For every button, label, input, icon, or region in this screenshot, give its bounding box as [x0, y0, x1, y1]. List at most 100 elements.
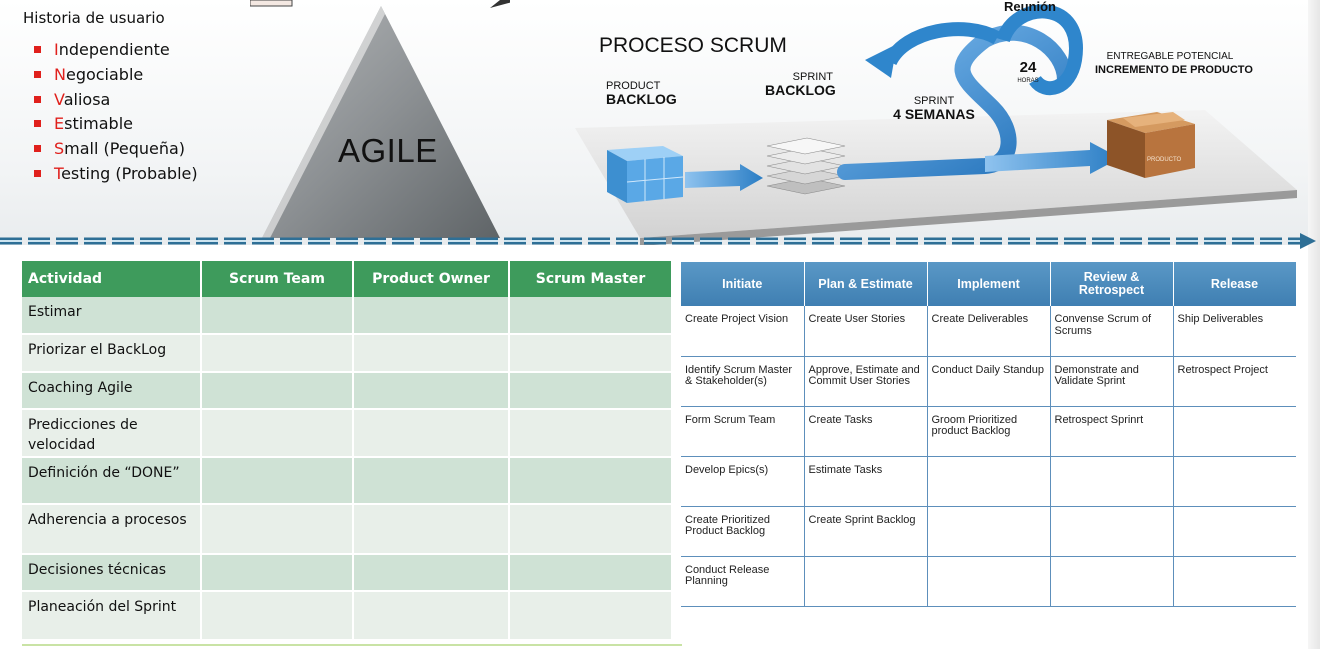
- table-cell: Convense Scrum of Scrums: [1050, 306, 1174, 357]
- column-header: Initiate: [681, 262, 805, 306]
- table-cell: Develop Epics(s): [681, 456, 805, 507]
- table-row: Priorizar el BackLog: [22, 334, 673, 373]
- product-owner-cell[interactable]: [353, 372, 510, 410]
- table-cell: Ship Deliverables: [1173, 306, 1296, 357]
- daily-loop-arrow: [996, 4, 1083, 96]
- product-owner-cell[interactable]: [353, 457, 510, 505]
- top-badge-fragment: [250, 0, 293, 7]
- sprint-duration-label: SPRINT 4 SEMANAS: [893, 95, 975, 122]
- invest-list: Independiente Negociable Valiosa Estimab…: [34, 38, 198, 187]
- sprint-loop-arrow: [837, 24, 1073, 180]
- list-item: Valiosa: [34, 88, 198, 113]
- table-cell: Retrospect Project: [1173, 356, 1296, 407]
- table-cell: Create User Stories: [804, 306, 928, 357]
- scrum-team-cell[interactable]: [201, 554, 354, 592]
- table-row: Estimar: [22, 297, 673, 335]
- list-item: Estimable: [34, 112, 198, 137]
- scrum-title: PROCESO SCRUM: [599, 34, 787, 57]
- scrum-master-cell[interactable]: [509, 334, 673, 373]
- bullet-icon: [34, 70, 41, 78]
- scrum-master-cell[interactable]: [509, 297, 673, 335]
- table-row: Conduct Release Planning: [681, 556, 1296, 607]
- bullet-icon: [34, 120, 41, 128]
- scrum-team-cell[interactable]: [201, 409, 354, 458]
- activity-cell: Adherencia a procesos: [22, 504, 202, 555]
- story-title: Historia de usuario: [23, 9, 165, 27]
- deliverable-label: ENTREGABLE POTENCIAL INCREMENTO DE PRODU…: [1095, 51, 1253, 76]
- column-header: Implement: [927, 262, 1051, 306]
- arrow-icon: [685, 164, 763, 191]
- triangle-shape: [262, 6, 500, 238]
- scrum-master-cell[interactable]: [509, 409, 673, 458]
- table-row: Coaching Agile: [22, 372, 673, 410]
- reunion-label: Reunión: [1004, 0, 1056, 14]
- table-row: Adherencia a procesos: [22, 504, 673, 555]
- activity-cell: Predicciones de velocidad: [22, 409, 202, 458]
- agile-triangle: [250, 0, 510, 238]
- table-row: Definición de “DONE”: [22, 457, 673, 505]
- activity-cell: Decisiones técnicas: [22, 554, 202, 592]
- scrum-master-cell[interactable]: [509, 372, 673, 410]
- scrum-team-cell[interactable]: [201, 334, 354, 373]
- column-header: Review & Retrospect: [1050, 262, 1174, 306]
- table-header-row: Actividad Scrum Team Product Owner Scrum…: [22, 261, 673, 297]
- product-owner-cell[interactable]: [353, 591, 510, 641]
- product-owner-cell[interactable]: [353, 409, 510, 458]
- table-cell: Identify Scrum Master & Stakeholder(s): [681, 356, 805, 407]
- table-bottom-line: [22, 644, 682, 646]
- scrum-master-cell[interactable]: [509, 591, 673, 641]
- table-cell: [927, 456, 1051, 507]
- activity-cell: Planeación del Sprint: [22, 591, 202, 641]
- agile-label: AGILE: [338, 132, 438, 169]
- product-owner-cell[interactable]: [353, 297, 510, 335]
- scrum-process-table: Initiate Plan & Estimate Implement Revie…: [681, 262, 1297, 607]
- list-item: Independiente: [34, 38, 198, 63]
- hours-label: 24 HORAS: [1017, 59, 1039, 84]
- product-backlog-label: PRODUCT BACKLOG: [606, 80, 677, 107]
- table-row: Predicciones de velocidad: [22, 409, 673, 458]
- right-edge-strip: [1308, 0, 1320, 649]
- table-cell: [1173, 506, 1296, 557]
- table-cell: Create Prioritized Product Backlog: [681, 506, 805, 557]
- box-label: PRODUCTO: [1147, 157, 1182, 163]
- activity-cell: Coaching Agile: [22, 372, 202, 410]
- table-cell: [1173, 556, 1296, 607]
- activity-cell: Definición de “DONE”: [22, 457, 202, 505]
- table-cell: Approve, Estimate and Commit User Storie…: [804, 356, 928, 407]
- table-row: Planeación del Sprint: [22, 591, 673, 641]
- table-cell: Estimate Tasks: [804, 456, 928, 507]
- sprint-backlog-stack-icon: [766, 137, 846, 195]
- product-owner-cell[interactable]: [353, 334, 510, 373]
- bullet-icon: [34, 145, 41, 153]
- arrow-icon: [985, 142, 1120, 174]
- scrum-team-cell[interactable]: [201, 504, 354, 555]
- activity-cell: Priorizar el BackLog: [22, 334, 202, 373]
- table-cell: Conduct Daily Standup: [927, 356, 1051, 407]
- column-header: Actividad: [22, 261, 202, 297]
- scrum-master-cell[interactable]: [509, 554, 673, 592]
- scrum-master-cell[interactable]: [509, 504, 673, 555]
- column-header: Product Owner: [353, 261, 510, 297]
- scrum-team-cell[interactable]: [201, 457, 354, 505]
- table-cell: [1173, 456, 1296, 507]
- list-item: Testing (Probable): [34, 162, 198, 187]
- column-header: Release: [1173, 262, 1297, 306]
- column-header: Plan & Estimate: [804, 262, 928, 306]
- scrum-team-cell[interactable]: [201, 591, 354, 641]
- scrum-team-cell[interactable]: [201, 372, 354, 410]
- product-owner-cell[interactable]: [353, 554, 510, 592]
- table-cell: Conduct Release Planning: [681, 556, 805, 607]
- product-owner-cell[interactable]: [353, 504, 510, 555]
- table-cell: [1050, 456, 1174, 507]
- table-cell: Create Sprint Backlog: [804, 506, 928, 557]
- column-header: Scrum Team: [201, 261, 354, 297]
- list-item: Negociable: [34, 63, 198, 88]
- scrum-master-cell[interactable]: [509, 457, 673, 505]
- table-cell: Create Deliverables: [927, 306, 1051, 357]
- table-cell: Retrospect Sprinrt: [1050, 406, 1174, 457]
- scrum-team-cell[interactable]: [201, 297, 354, 335]
- table-row: Identify Scrum Master & Stakeholder(s)Ap…: [681, 356, 1296, 407]
